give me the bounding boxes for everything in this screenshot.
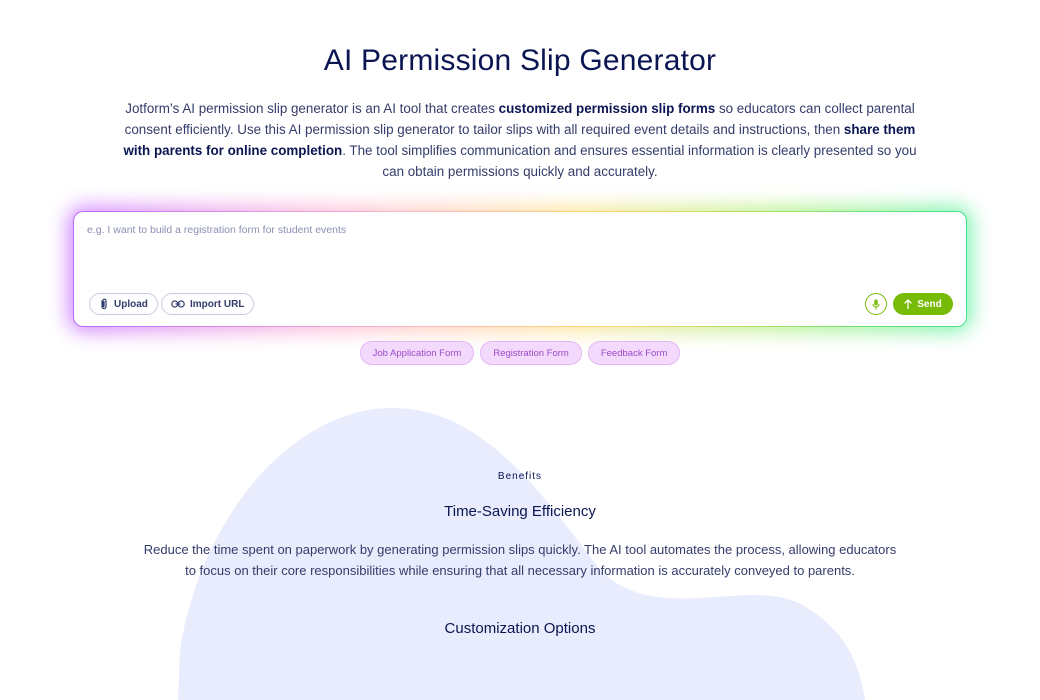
background-blob	[178, 407, 865, 700]
prompt-input[interactable]	[87, 224, 947, 264]
benefit-text: Reduce the time spent on paperwork by ge…	[143, 542, 897, 578]
mic-icon	[872, 299, 880, 309]
page-description: Jotform’s AI permission slip generator i…	[120, 98, 920, 182]
upload-label: Upload	[114, 298, 148, 310]
suggestion-chip[interactable]: Job Application Form	[359, 341, 475, 365]
suggestion-chips: Job Application Form Registration Form F…	[0, 341, 1040, 365]
suggestion-chip[interactable]: Feedback Form	[587, 341, 681, 365]
suggestion-chip[interactable]: Registration Form	[480, 341, 582, 365]
mic-button[interactable]	[865, 293, 887, 315]
description-text: . The tool simplifies communication and …	[342, 143, 917, 179]
description-bold: share them with parents for online compl…	[123, 122, 916, 158]
page-title: AI Permission Slip Generator	[323, 44, 717, 77]
description-text: so educators can collect parental consen…	[124, 101, 915, 137]
link-icon	[171, 300, 185, 308]
prompt-container: Upload Import URL	[69, 207, 971, 331]
description-bold: customized permission slip forms	[498, 101, 716, 116]
description-text: Jotform’s AI permission slip generator i…	[125, 101, 499, 116]
import-url-button[interactable]: Import URL	[161, 293, 255, 315]
benefit-title: Time-Saving Efficiency	[444, 503, 596, 520]
prompt-box: Upload Import URL	[73, 211, 967, 327]
import-url-label: Import URL	[190, 298, 245, 310]
upload-button[interactable]: Upload	[89, 293, 158, 315]
paperclip-icon	[101, 298, 107, 310]
arrow-up-icon	[904, 299, 912, 309]
benefit-title: Customization Options	[444, 620, 596, 637]
send-button[interactable]: Send	[893, 293, 953, 315]
benefits-label: Benefits	[497, 471, 543, 482]
send-label: Send	[917, 298, 942, 310]
